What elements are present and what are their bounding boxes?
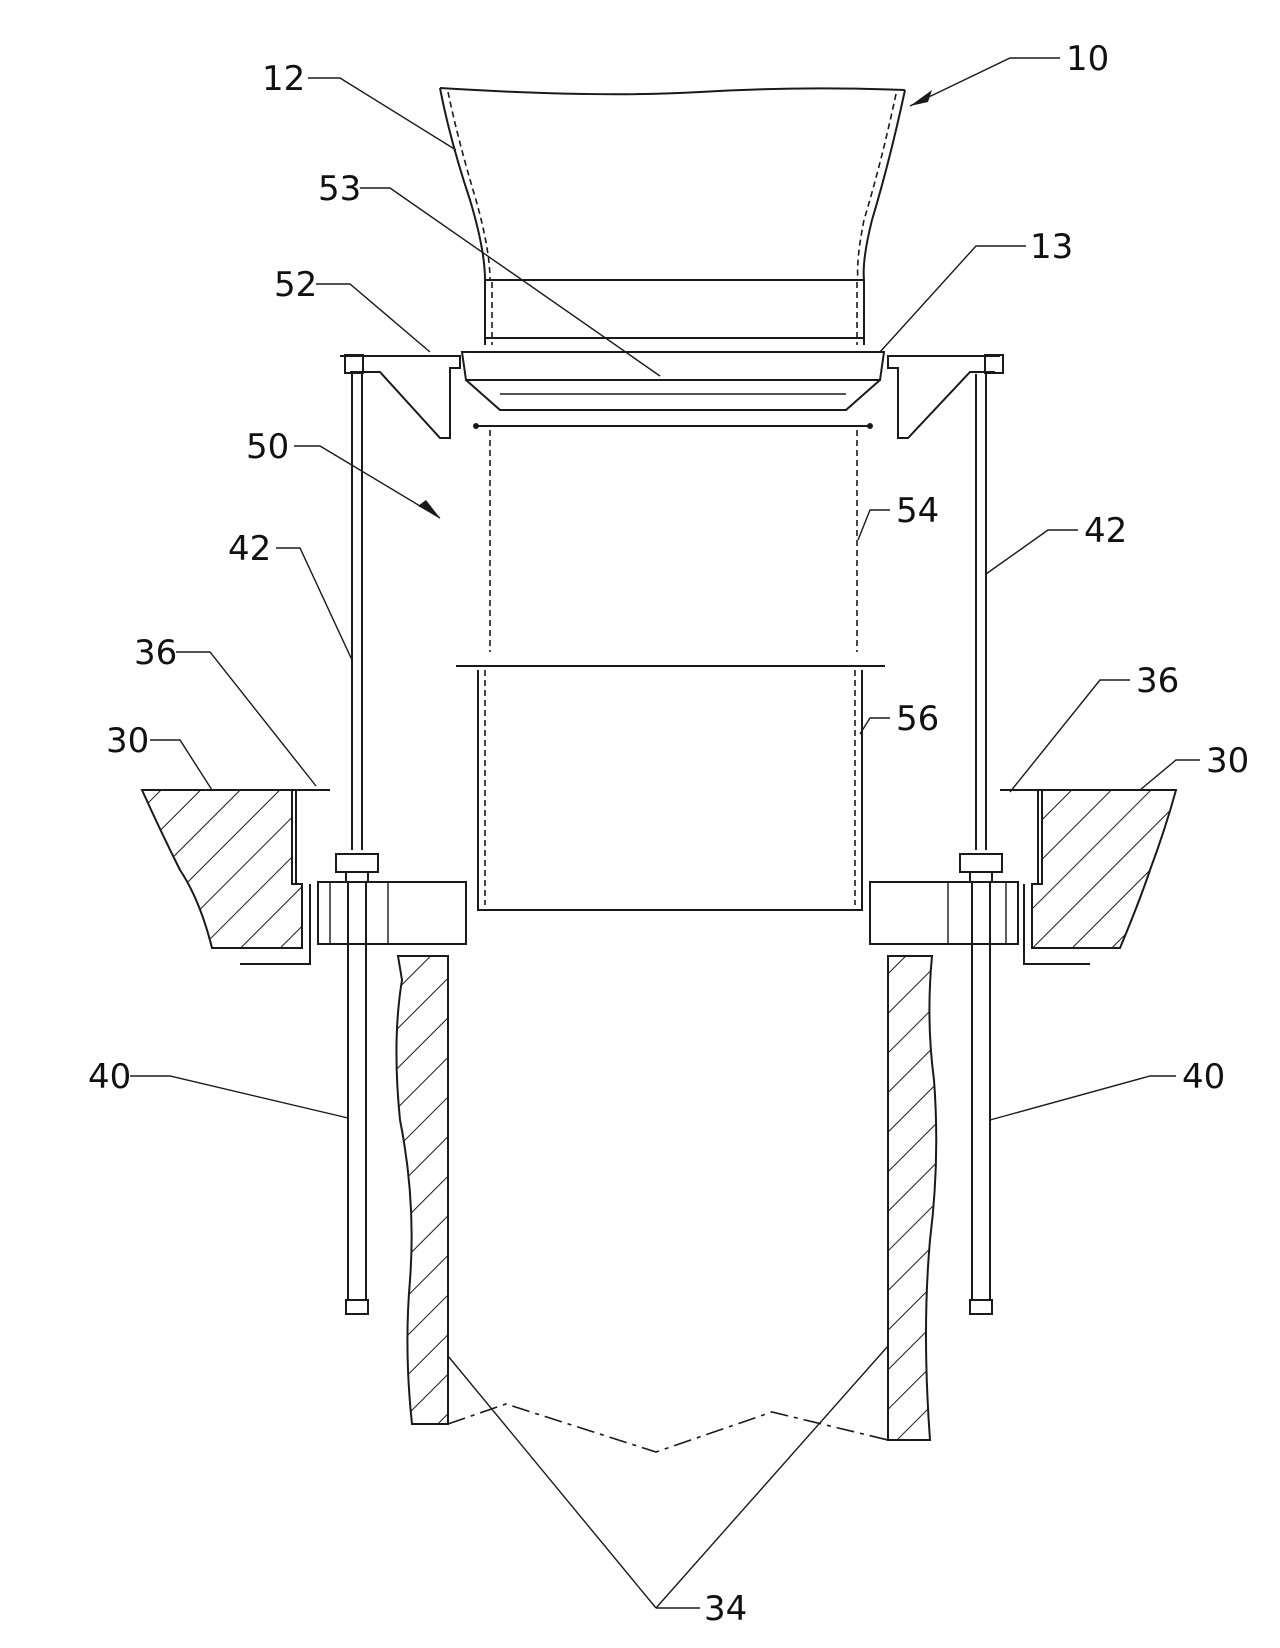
sleeve-lower bbox=[478, 670, 862, 910]
label-42-right: 42 bbox=[1084, 511, 1127, 551]
label-36-left: 36 bbox=[134, 633, 177, 673]
bracket-left bbox=[340, 355, 460, 438]
label-36-right: 36 bbox=[1136, 661, 1179, 701]
funnel-bag bbox=[440, 88, 905, 280]
base-right bbox=[870, 882, 1018, 944]
label-54: 54 bbox=[896, 491, 939, 531]
shaft-wall-left bbox=[396, 956, 448, 1424]
sleeve-upper bbox=[490, 430, 857, 652]
label-53: 53 bbox=[318, 169, 361, 209]
base-left bbox=[318, 882, 466, 944]
label-40-left: 40 bbox=[88, 1057, 131, 1097]
shaft-break-line bbox=[448, 1404, 888, 1452]
label-10: 10 bbox=[1066, 39, 1109, 79]
label-50: 50 bbox=[246, 427, 289, 467]
label-30-left: 30 bbox=[106, 721, 149, 761]
ground-left bbox=[142, 790, 330, 964]
label-56: 56 bbox=[896, 699, 939, 739]
label-42-left: 42 bbox=[228, 529, 271, 569]
label-40-right: 40 bbox=[1182, 1057, 1225, 1097]
bag-collar bbox=[485, 280, 864, 345]
label-34: 34 bbox=[704, 1589, 747, 1629]
ground-right bbox=[1000, 790, 1176, 964]
label-12: 12 bbox=[262, 59, 305, 99]
rod-right bbox=[960, 374, 1002, 1314]
label-30-right: 30 bbox=[1206, 741, 1249, 781]
label-52: 52 bbox=[274, 265, 317, 305]
rod-left bbox=[336, 374, 378, 1314]
shaft-wall-right bbox=[888, 956, 936, 1440]
clamp-ring bbox=[462, 352, 884, 429]
label-13: 13 bbox=[1030, 227, 1073, 267]
